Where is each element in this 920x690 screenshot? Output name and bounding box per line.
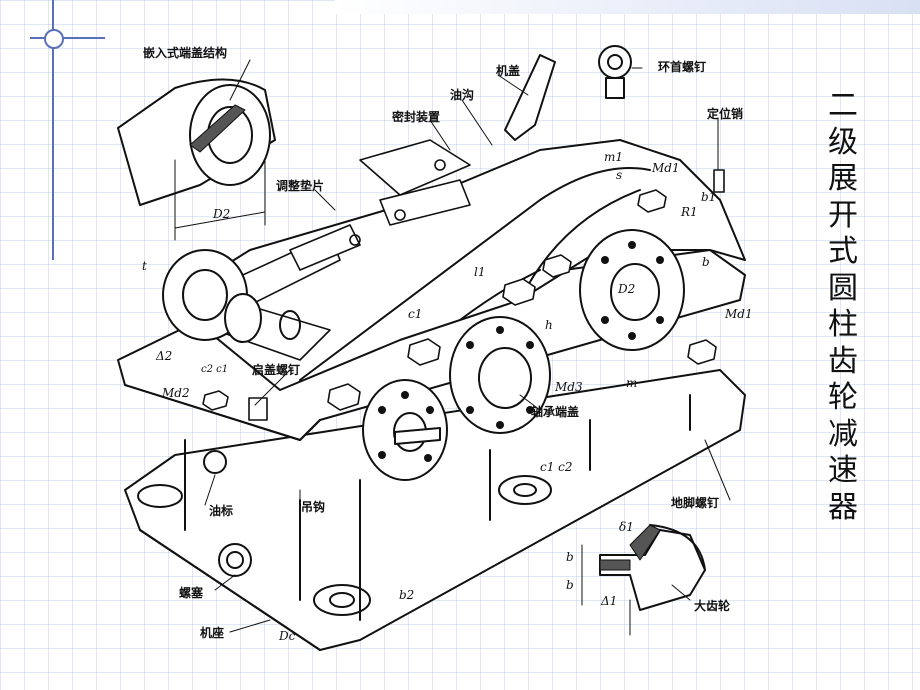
label-eyebolt: 环首螺钉 bbox=[658, 60, 707, 74]
bolts bbox=[202, 169, 725, 421]
symbol-b1: b1 bbox=[701, 190, 717, 204]
decor-vertical-rule bbox=[52, 0, 54, 260]
symbol-b: b bbox=[702, 255, 710, 269]
title-char: 器 bbox=[828, 489, 858, 525]
symbol-d2-right: D2 bbox=[618, 282, 636, 296]
symbol-s: s bbox=[616, 168, 623, 182]
symbol-b-small: b bbox=[566, 550, 574, 564]
symbol-c1c2: c1 c2 bbox=[540, 460, 573, 474]
title-char: 级 bbox=[828, 124, 858, 160]
symbol-d2-left: D2 bbox=[213, 207, 231, 221]
title-char: 齿 bbox=[828, 343, 858, 379]
label-base: 机座 bbox=[200, 626, 225, 640]
label-jack-screw: 启盖螺钉 bbox=[252, 363, 301, 377]
decor-ring bbox=[44, 29, 64, 49]
base-body bbox=[124, 369, 746, 651]
symbol-h: h bbox=[545, 318, 553, 332]
label-big-gear: 大齿轮 bbox=[694, 599, 731, 613]
label-hook: 吊钩 bbox=[301, 500, 326, 514]
label-locating-pin: 定位销 bbox=[707, 107, 744, 121]
symbol-c2c1: c2 c1 bbox=[201, 364, 229, 375]
title-char: 柱 bbox=[828, 307, 858, 342]
title-char: 圆 bbox=[828, 270, 858, 306]
symbol-t: t bbox=[142, 259, 147, 273]
symbol-md1-top: Md1 bbox=[652, 161, 680, 175]
symbol-c1-top: c1 bbox=[408, 307, 423, 321]
title-char: 轮 bbox=[828, 380, 858, 415]
symbol-b-bottom: b bbox=[566, 578, 574, 592]
leader-lines bbox=[204, 59, 731, 633]
symbol-delta2: Δ2 bbox=[156, 349, 173, 363]
label-embedded-cap: 嵌入式端盖结构 bbox=[143, 46, 228, 60]
label-cover: 机盖 bbox=[496, 64, 521, 78]
label-dipstick: 油标 bbox=[209, 504, 234, 518]
gear-detail bbox=[581, 524, 706, 636]
label-seal: 密封装置 bbox=[392, 110, 441, 124]
embedded-cap-detail bbox=[117, 78, 276, 241]
vertical-title: 二 级 展 开 式 圆 柱 齿 轮 减 速 器 bbox=[823, 88, 863, 526]
title-char: 速 bbox=[828, 453, 858, 488]
title-char: 减 bbox=[828, 416, 858, 452]
label-oil-groove: 油沟 bbox=[450, 88, 475, 102]
title-char: 二 bbox=[828, 88, 858, 123]
symbol-md2: Md2 bbox=[162, 386, 190, 400]
symbol-md3: Md3 bbox=[555, 380, 583, 394]
symbol-delta1: δ1 bbox=[619, 520, 634, 534]
label-bearing-cap: 轴承端盖 bbox=[531, 405, 580, 419]
input-bearing bbox=[162, 249, 301, 343]
eyebolt bbox=[598, 45, 632, 99]
symbol-md1-right: Md1 bbox=[725, 307, 753, 321]
title-char: 式 bbox=[828, 234, 858, 269]
symbol-dc: Dc bbox=[279, 629, 296, 643]
label-plug: 螺塞 bbox=[179, 586, 204, 600]
symbol-m: m bbox=[626, 376, 638, 390]
decor-horizontal-rule bbox=[30, 37, 105, 39]
bearing-caps bbox=[362, 229, 685, 481]
cover-wall bbox=[504, 54, 556, 141]
top-band bbox=[335, 0, 920, 14]
symbol-l1: l1 bbox=[474, 265, 486, 279]
symbol-m1: m1 bbox=[604, 150, 624, 164]
symbol-b2: b2 bbox=[399, 588, 415, 602]
symbol-delta1-cap: Δ1 bbox=[601, 594, 618, 608]
title-char: 展 bbox=[828, 161, 858, 196]
label-shim: 调整垫片 bbox=[276, 179, 325, 193]
title-char: 开 bbox=[828, 197, 858, 233]
label-anchor-bolt: 地脚螺钉 bbox=[671, 496, 720, 510]
symbol-r1: R1 bbox=[681, 205, 698, 219]
